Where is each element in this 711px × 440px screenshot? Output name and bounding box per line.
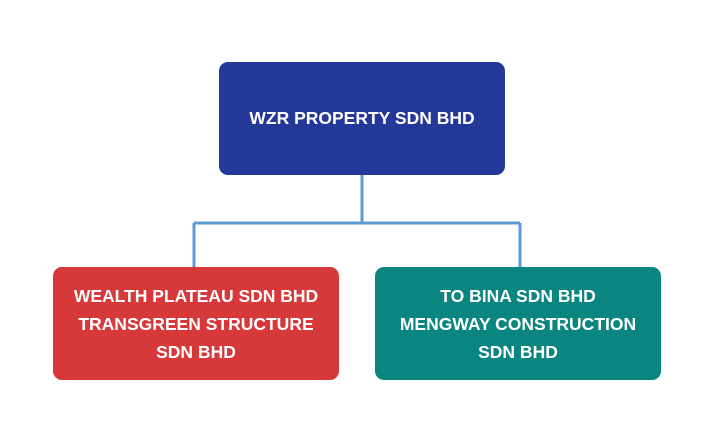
child-node-line: SDN BHD (478, 341, 558, 362)
child-node-line: TRANSGREEN STRUCTURE (78, 313, 314, 334)
root-node-wzr-property: WZR PROPERTY SDN BHD (219, 62, 505, 175)
child-node-line: MENGWAY CONSTRUCTION (399, 313, 637, 334)
root-node-label: WZR PROPERTY SDN BHD (249, 108, 475, 128)
child-node-wealth-plateau: WEALTH PLATEAU SDN BHD TRANSGREEN STRUCT… (53, 267, 339, 380)
child-node-line: TO BINA SDN BHD (440, 285, 596, 306)
child-node-line: SDN BHD (156, 341, 236, 362)
child-node-to-bina: TO BINA SDN BHD MENGWAY CONSTRUCTION SDN… (375, 267, 661, 380)
child-node-line: WEALTH PLATEAU SDN BHD (73, 285, 319, 306)
